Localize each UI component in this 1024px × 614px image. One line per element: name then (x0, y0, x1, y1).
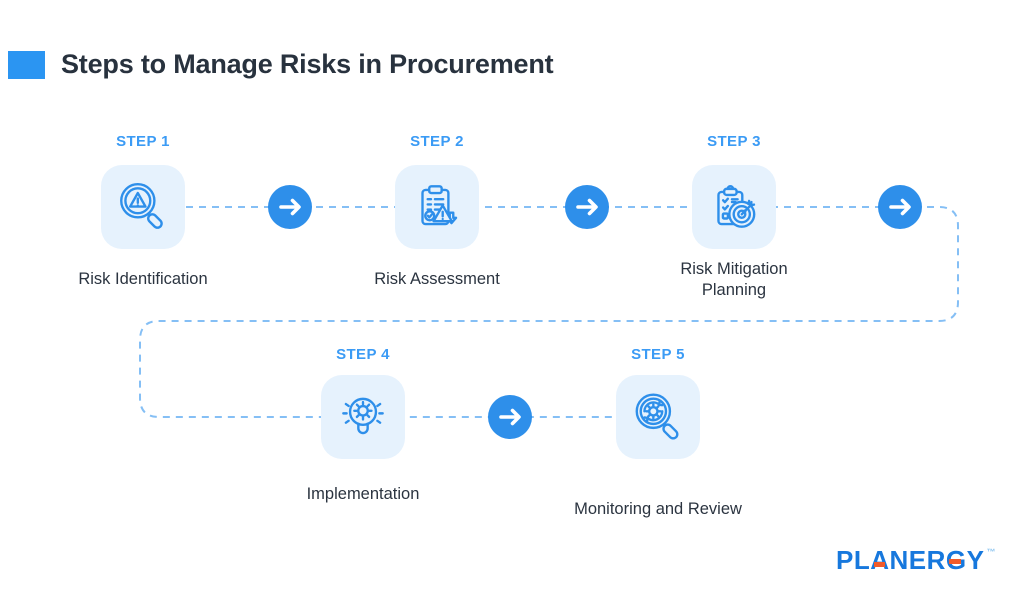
page-title: Steps to Manage Risks in Procurement (61, 49, 554, 79)
step-5: STEP 5 Monitoring and Review (548, 345, 768, 520)
step-1-icon-box (101, 165, 185, 249)
step-1-label: STEP 1 (116, 133, 170, 150)
step-5-name: Monitoring and Review (574, 500, 742, 518)
planergy-logo: PLANERGY ™ (836, 546, 995, 574)
step-5-label: STEP 5 (631, 346, 685, 363)
header: Steps to Manage Risks in Procurement (8, 49, 554, 80)
arrow-right-icon (565, 185, 609, 229)
step-4-icon-box (321, 375, 405, 459)
planergy-logo-text: PLANERGY (836, 545, 985, 575)
lightbulb-gear-icon (342, 397, 384, 435)
step-3-label: STEP 3 (707, 133, 761, 150)
trademark-symbol: ™ (986, 547, 996, 557)
logo-a-accent (874, 562, 885, 567)
clipboard-target-icon (717, 184, 756, 228)
arrow-right-icon (488, 395, 532, 439)
step-4: STEP 4 Implementation (253, 345, 473, 505)
arrow-right-icon (268, 185, 312, 229)
clipboard-warning-icon (421, 185, 458, 226)
magnifier-warning-icon (120, 183, 163, 229)
arrow-right-icon (878, 185, 922, 229)
title-accent-bar (8, 50, 45, 79)
step-1-name: Risk Identification (78, 270, 208, 288)
step-2: STEP 2 Risk Assessment (327, 132, 547, 290)
step-4-name: Implementation (306, 485, 420, 503)
step-2-icon-box (395, 165, 479, 249)
step-2-name: Risk Assessment (374, 270, 500, 288)
step-3-icon-box (692, 165, 776, 249)
logo-g-accent (949, 558, 961, 564)
step-2-label: STEP 2 (410, 133, 464, 150)
step-3-name: Risk Mitigation Planning (680, 260, 788, 299)
step-1: STEP 1 Risk Identification (33, 132, 253, 290)
step-5-icon-box (616, 375, 700, 459)
magnifier-refresh-icon (635, 393, 679, 440)
step-3: STEP 3 Risk Mitigation Planning (624, 132, 844, 301)
step-4-label: STEP 4 (336, 346, 390, 363)
